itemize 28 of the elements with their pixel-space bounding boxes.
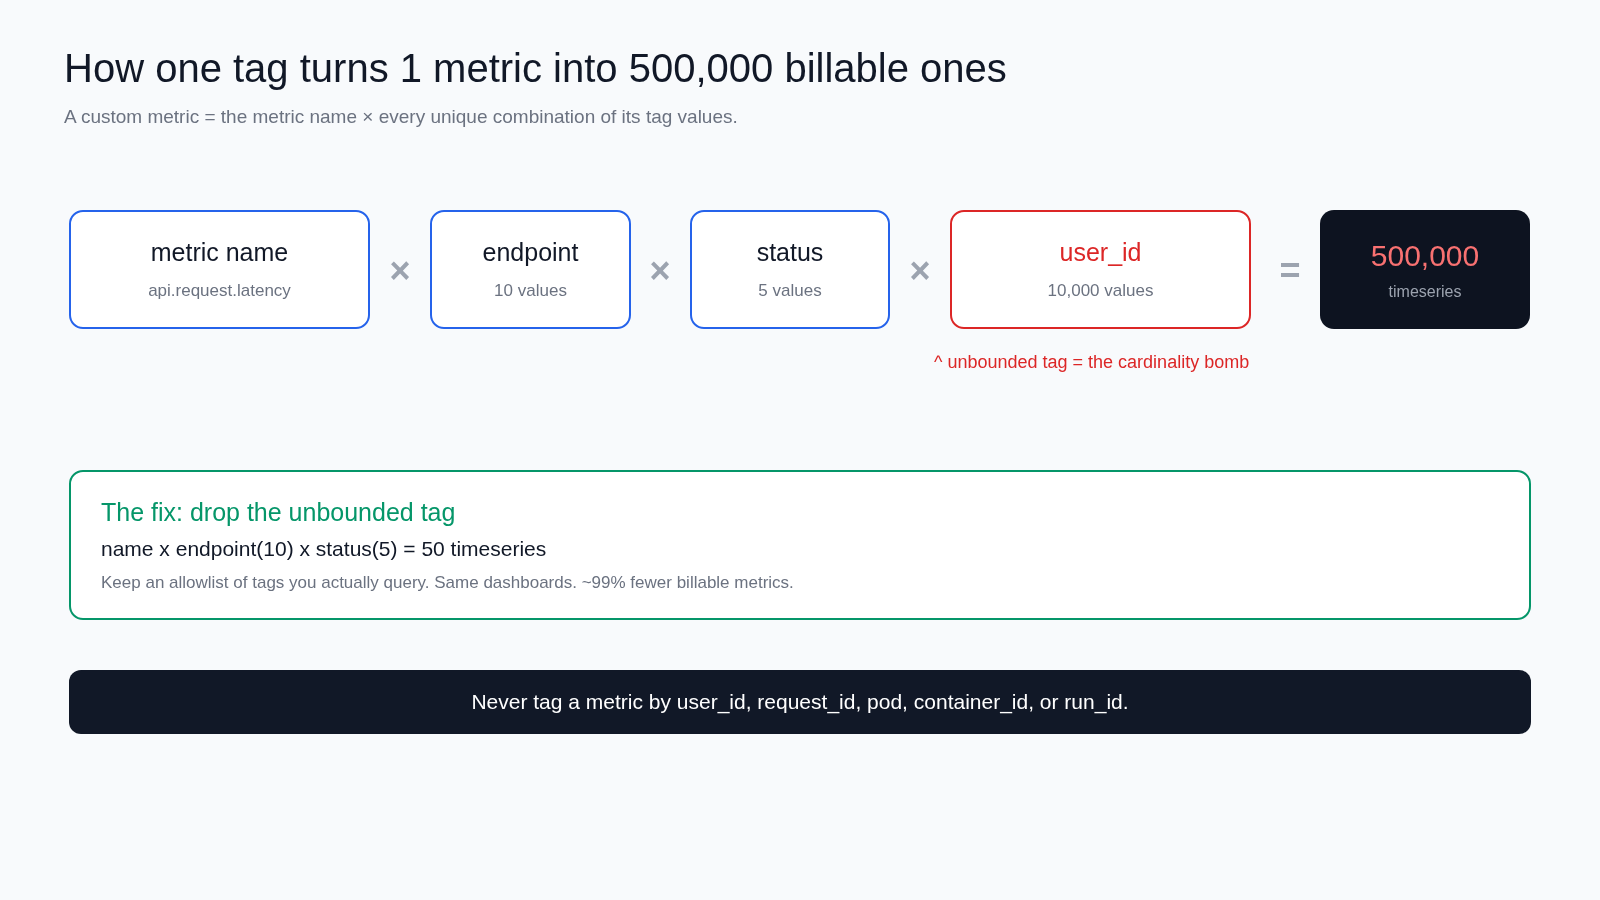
multiplication-sign: × <box>389 253 411 289</box>
subtitle: A custom metric = the metric name × every unique combination of its tag values. <box>64 106 738 128</box>
box-heading: user_id <box>1059 238 1142 267</box>
box-heading: endpoint <box>482 238 579 267</box>
factor-box <box>690 210 890 329</box>
box-subtext: api.request.latency <box>148 281 291 301</box>
box-subtext: 10 values <box>494 281 567 301</box>
factor-box <box>430 210 631 329</box>
annotation-note: ^ unbounded tag = the cardinality bomb <box>934 352 1250 373</box>
warning-banner <box>69 670 1531 734</box>
factor-box <box>69 210 370 329</box>
factor-box <box>950 210 1251 329</box>
multiplication-sign: × <box>909 253 931 289</box>
formula-text: name x endpoint(10) x status(5) = 50 timeseries <box>101 537 547 561</box>
box-heading: status <box>756 238 824 267</box>
box-subtext: 10,000 values <box>1047 281 1154 301</box>
panel-heading: The fix: drop the unbounded tag <box>101 498 456 527</box>
equals-sign: = <box>1279 253 1301 289</box>
title: How one tag turns 1 metric into 500,000 billable ones <box>64 46 1007 91</box>
box-heading: metric name <box>150 238 289 267</box>
result-box <box>1320 210 1530 329</box>
box-subtext: timeseries <box>1388 282 1462 301</box>
box-subtext: 5 values <box>758 281 822 301</box>
panel-note: Keep an allowlist of tags you actually query. Same dashboards. ~99% fewer billable metrics. <box>101 573 794 593</box>
fix-panel <box>69 470 1531 620</box>
multiplication-sign: × <box>649 253 671 289</box>
result-value: 500,000 <box>1370 238 1480 273</box>
banner-text: Never tag a metric by user_id, request_id, pod, container_id, or run_id. <box>471 690 1129 714</box>
